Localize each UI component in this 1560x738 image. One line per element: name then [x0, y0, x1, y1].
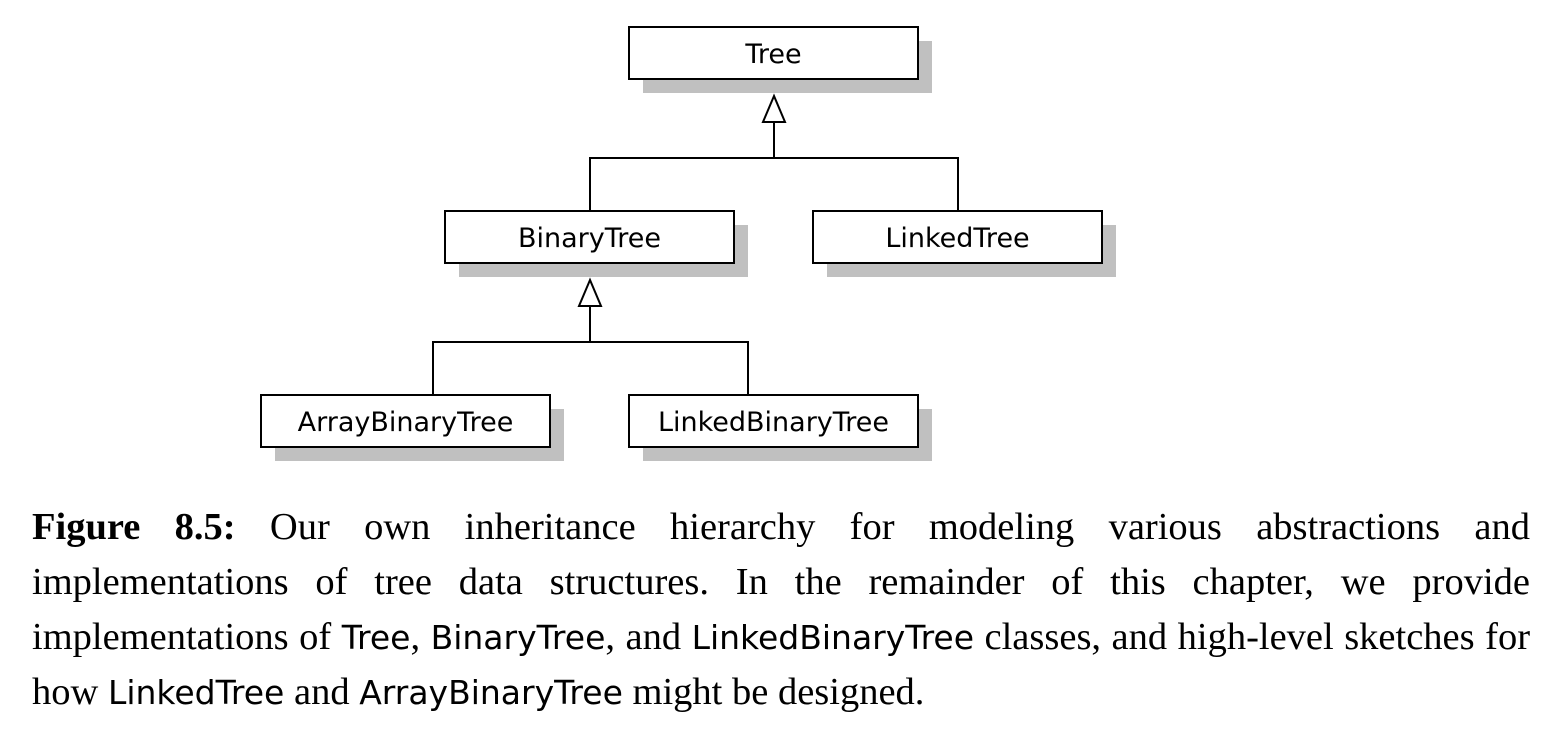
figure-caption: Figure 8.5: Our own inheritance hierarch… — [32, 500, 1530, 720]
node-array-binary-tree-label: ArrayBinaryTree — [298, 407, 514, 438]
node-linked-binary-tree-label: LinkedBinaryTree — [658, 407, 889, 438]
caption-class-linkedtree: LinkedTree — [107, 673, 285, 712]
node-linked-tree-box — [812, 210, 1103, 264]
node-tree: Tree — [628, 26, 932, 93]
caption-class-linkedbinarytree: LinkedBinaryTree — [691, 618, 975, 657]
caption-text: might be designed. — [622, 671, 925, 713]
node-binary-tree: BinaryTree — [444, 210, 748, 277]
caption-text: , and — [605, 616, 692, 658]
inheritance-arrow-tree — [761, 93, 787, 123]
node-binary-tree-box — [444, 210, 735, 264]
caption-text: and — [284, 671, 360, 713]
edges-to-binary-tree — [432, 306, 749, 395]
node-tree-label: Tree — [744, 39, 801, 70]
inheritance-diagram: Tree BinaryTree LinkedTree ArrayBinaryTr… — [260, 26, 1116, 461]
edges-to-tree — [589, 122, 959, 211]
edge-linkedbinarytree-to-binarytree — [590, 341, 749, 395]
node-array-binary-tree: ArrayBinaryTree — [260, 394, 564, 461]
node-linked-tree: LinkedTree — [812, 210, 1116, 277]
node-linked-binary-tree-box — [628, 394, 919, 448]
caption-class-tree: Tree — [341, 618, 411, 657]
caption-text: Our own inheritance hierarchy for modeli… — [32, 506, 1530, 658]
caption-class-arraybinarytree: ArrayBinaryTree — [359, 673, 623, 712]
caption-text: classes, and high-level sketches for how — [32, 616, 1531, 713]
node-tree-box — [628, 26, 919, 80]
node-binary-tree-label: BinaryTree — [518, 223, 661, 254]
inheritance-arrow-binary-tree — [577, 277, 603, 307]
node-linked-binary-tree: LinkedBinaryTree — [628, 394, 932, 461]
edge-arraybinarytree-to-binarytree — [432, 341, 590, 395]
caption-text: , — [410, 616, 431, 658]
figure-label: Figure 8.5: — [32, 506, 236, 548]
caption-class-binarytree: BinaryTree — [430, 618, 606, 657]
node-linked-tree-label: LinkedTree — [885, 223, 1029, 254]
edge-linkedtree-to-tree — [774, 157, 959, 211]
edge-binarytree-to-tree — [589, 157, 774, 211]
node-array-binary-tree-box — [260, 394, 551, 448]
